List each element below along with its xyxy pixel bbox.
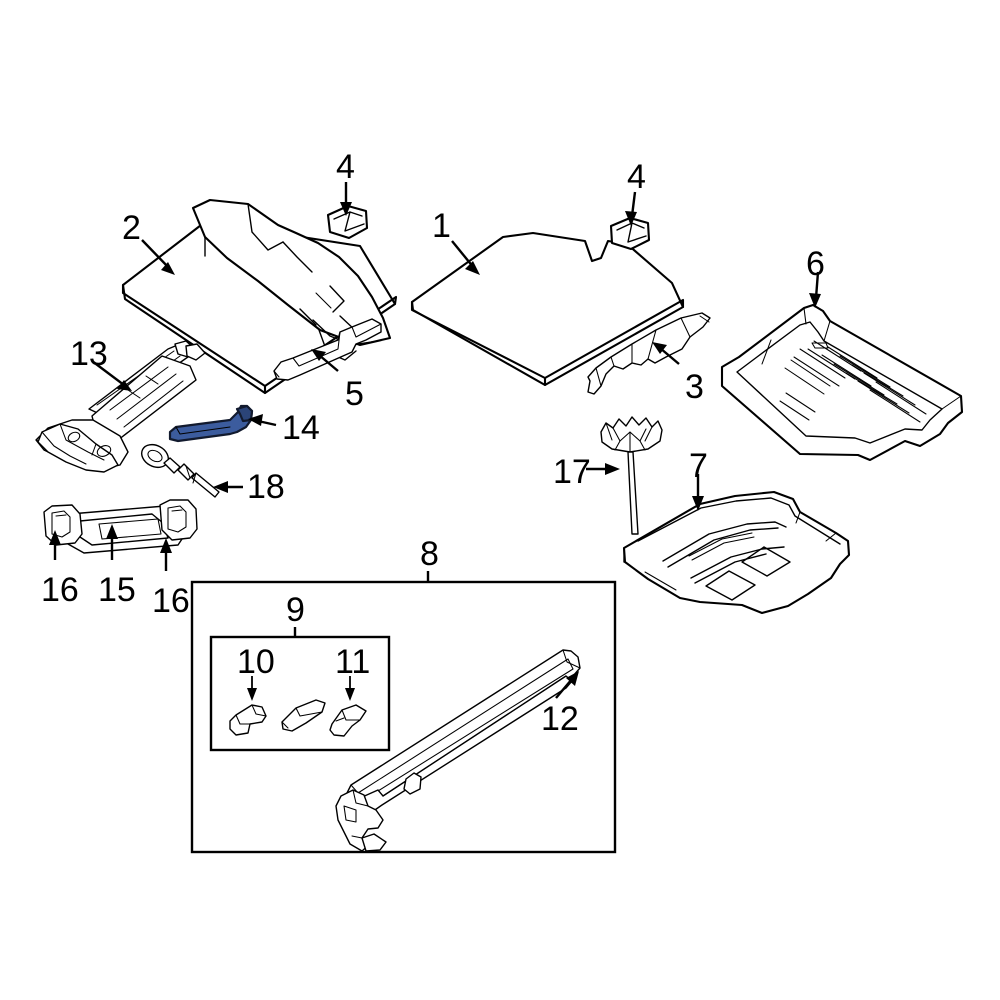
callout-13: 13	[70, 335, 108, 373]
callout-8: 8	[420, 535, 439, 573]
callout-11: 11	[335, 643, 371, 681]
part-6-storage-tray-ribbed	[720, 303, 964, 462]
callout-17: 17	[553, 453, 591, 491]
part-15-jack-storage-bracket	[43, 499, 198, 554]
callout-7: 7	[689, 447, 708, 485]
callout-10: 10	[237, 643, 275, 681]
part-7-storage-compartment-cover	[622, 490, 851, 615]
callout-14: 14	[282, 409, 320, 447]
part-13-scissor-jack	[35, 340, 206, 473]
part-9-clip-kit-box-outline	[209, 635, 391, 752]
part-8-tool-kit-box-outline	[190, 580, 617, 854]
callout-12: 12	[541, 700, 579, 738]
callout-5: 5	[345, 375, 364, 413]
part-1-cargo-floor-panel-right	[410, 231, 685, 387]
part-17-spare-tire-hold-down-bolt	[600, 416, 663, 535]
callout-15: 15	[98, 571, 136, 609]
part-3-trim-bracket	[587, 312, 711, 395]
callout-2: 2	[122, 209, 141, 247]
callout-9: 9	[286, 591, 305, 629]
part-4-floor-panel-handle-clip-right	[609, 216, 651, 251]
part-14-lug-wrench	[168, 404, 254, 443]
part-9-middle-clip	[281, 699, 326, 732]
callout-1: 1	[432, 207, 451, 245]
callout-16-left: 16	[41, 571, 79, 609]
callout-16-right: 16	[152, 582, 190, 620]
part-11-retainer-clip-b	[329, 704, 367, 737]
callout-4-right: 4	[627, 158, 646, 196]
callout-6: 6	[806, 245, 825, 283]
callout-3: 3	[685, 368, 704, 406]
part-10-retainer-clip-a	[229, 704, 267, 736]
part-18-tow-hook-eye	[140, 443, 220, 498]
callout-18: 18	[247, 468, 285, 506]
callout-4-left: 4	[336, 148, 355, 186]
leader-lines	[49, 182, 821, 701]
